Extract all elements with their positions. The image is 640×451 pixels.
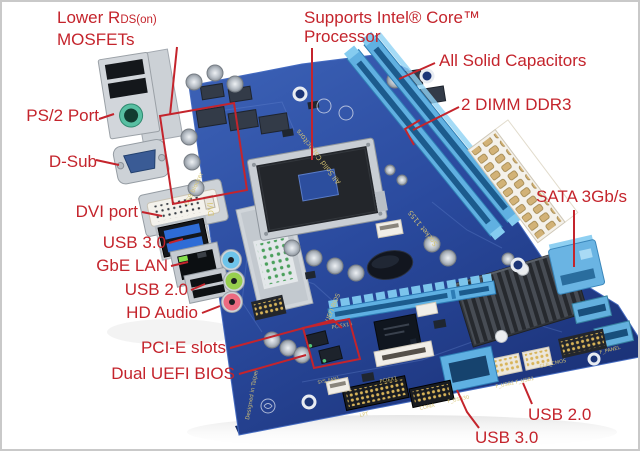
front-audio-header bbox=[251, 294, 287, 321]
label-dvi-port: DVI port bbox=[75, 202, 138, 221]
leader-usb2-left bbox=[190, 283, 206, 291]
socket-center bbox=[297, 168, 339, 202]
bios-chips bbox=[304, 330, 343, 365]
audio-jacks bbox=[220, 249, 245, 313]
label-capacitors: All Solid Capacitors bbox=[439, 51, 587, 70]
svg-text:PCIEX1: PCIEX1 bbox=[379, 376, 398, 385]
leader-dsub bbox=[95, 159, 120, 166]
leader-bios bbox=[238, 354, 307, 375]
label-usb2-left: USB 2.0 bbox=[124, 280, 188, 299]
usb2-ports bbox=[183, 266, 232, 304]
mounting-holes bbox=[292, 68, 601, 410]
pcie-x16-slot bbox=[326, 273, 497, 323]
leader-dimm bbox=[412, 106, 460, 131]
pcie-x1-slot bbox=[373, 340, 435, 368]
dsub-port bbox=[112, 138, 170, 185]
ps2-usb-tower bbox=[97, 51, 161, 140]
label-hd-audio: HD Audio bbox=[126, 303, 198, 322]
board-logo-stamps bbox=[260, 98, 354, 414]
highlight-box-mosfets bbox=[158, 101, 249, 206]
cpu-fan-connector bbox=[375, 219, 404, 239]
label-cpu: Supports Intel® Core™ Processor bbox=[304, 8, 480, 46]
fan-connector bbox=[415, 301, 439, 318]
label-sata: SATA 3Gb/s bbox=[536, 187, 628, 206]
leader-usb3-left bbox=[168, 238, 184, 244]
sys-fan-connector bbox=[325, 376, 351, 396]
leader-lan bbox=[170, 261, 189, 267]
front-panel-header bbox=[558, 328, 608, 359]
label-pcie-slots: PCI-E slots bbox=[140, 338, 226, 357]
sata-connector-block bbox=[548, 234, 606, 295]
label-usb2-bottom: USB 2.0 bbox=[528, 405, 592, 424]
leader-mosfets bbox=[169, 46, 178, 116]
leader-usb2-bottom bbox=[522, 382, 533, 405]
label-cpu-line2: Processor bbox=[304, 27, 381, 46]
label-mosfets: Lower RDS(on) MOSFETs bbox=[57, 8, 157, 49]
cmos-battery bbox=[366, 249, 414, 281]
label-usb3-bottom: USB 3.0 bbox=[475, 428, 539, 447]
leader-caps bbox=[398, 62, 436, 80]
svg-text:CLR_CMOS: CLR_CMOS bbox=[539, 358, 567, 370]
label-cpu-line1: Supports Intel® Core™ bbox=[304, 8, 480, 27]
svg-text:SYS_FAN1: SYS_FAN1 bbox=[317, 375, 340, 386]
usb3-header bbox=[439, 345, 499, 393]
leader-dvi bbox=[141, 211, 163, 217]
cpu-socket bbox=[246, 137, 388, 241]
bracket-dimm bbox=[403, 119, 421, 146]
heatsink-pushpin bbox=[494, 329, 508, 343]
com-header bbox=[408, 379, 455, 409]
leader-pcie bbox=[229, 318, 343, 349]
atx-power-connector bbox=[467, 119, 579, 244]
svg-text:LPT: LPT bbox=[359, 411, 370, 419]
label-mosfets-line2: MOSFETs bbox=[57, 30, 135, 49]
label-dual-uefi-bios: Dual UEFI BIOS bbox=[111, 364, 235, 383]
sata-port bbox=[571, 295, 613, 325]
dimm-slots bbox=[344, 31, 524, 241]
label-usb3-left: USB 3.0 bbox=[102, 233, 166, 252]
leader-usb3-bottom bbox=[456, 389, 480, 429]
annotation-lines bbox=[95, 46, 575, 429]
svg-text:COMA: COMA bbox=[419, 403, 436, 412]
label-dsub: D-Sub bbox=[48, 152, 97, 171]
label-dimm: 2 DIMM DDR3 bbox=[461, 95, 572, 114]
label-gbe-lan: GbE LAN bbox=[96, 256, 168, 275]
svg-text:F_PANEL: F_PANEL bbox=[599, 345, 621, 356]
lpt-header bbox=[341, 375, 410, 412]
label-mosfets-line1: Lower R bbox=[57, 8, 121, 27]
ports-shadow bbox=[107, 319, 237, 345]
usb2-headers bbox=[491, 346, 554, 378]
label-mosfets-sub: DS(on) bbox=[120, 14, 157, 26]
highlight-box-bios bbox=[301, 317, 362, 370]
svg-text:DVI: DVI bbox=[206, 202, 216, 217]
leader-audio bbox=[201, 305, 221, 314]
leader-ps2 bbox=[98, 113, 115, 120]
svg-text:PCIEX16: PCIEX16 bbox=[331, 321, 353, 331]
label-ps2-port: PS/2 Port bbox=[26, 106, 99, 125]
svg-text:F_USB30: F_USB30 bbox=[447, 395, 470, 405]
